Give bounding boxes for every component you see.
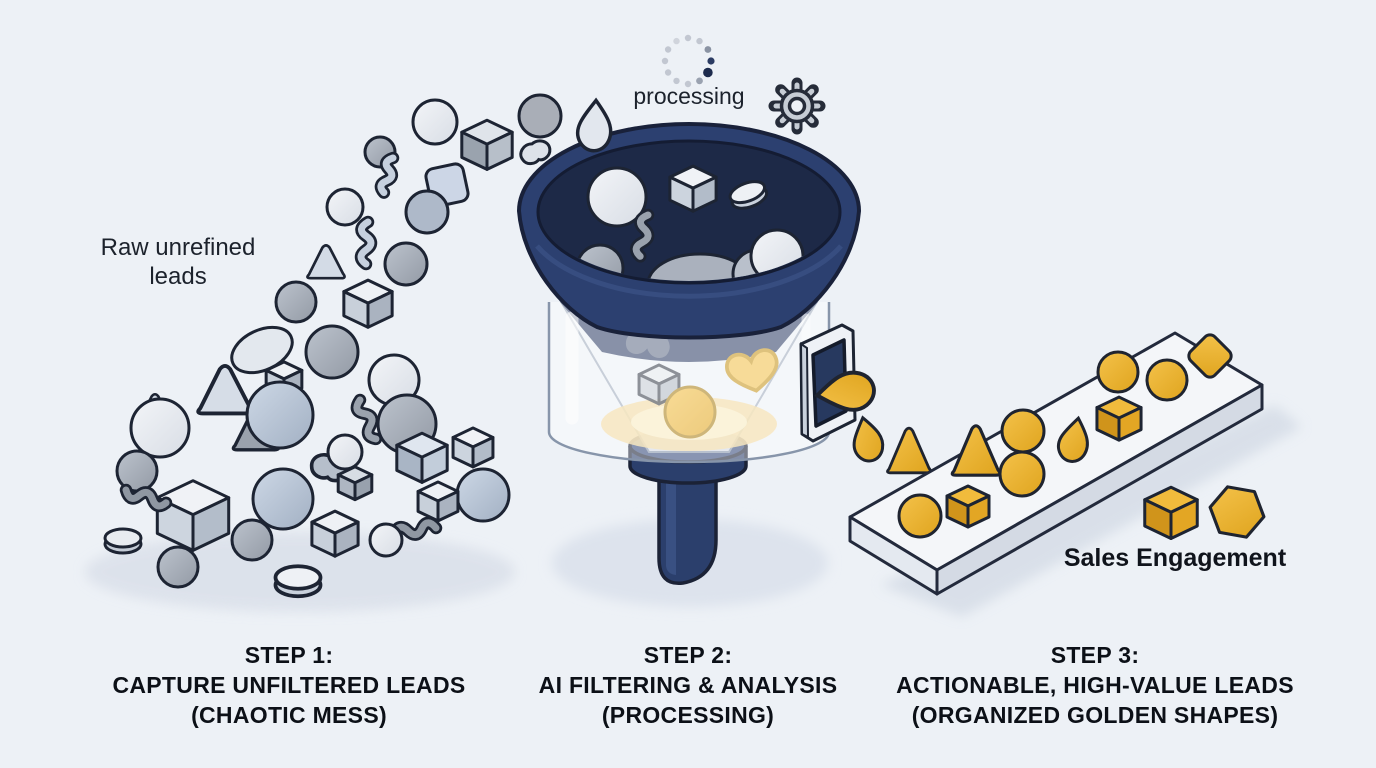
spinner-icon <box>661 34 715 88</box>
step-3-line3: (ORGANIZED GOLDEN SHAPES) <box>911 702 1279 728</box>
raw-leads-pile <box>85 324 515 612</box>
step-1-line2: CAPTURE UNFILTERED LEADS <box>112 672 466 698</box>
processing-label: processing <box>633 83 745 109</box>
golden-diamond <box>1187 333 1233 379</box>
funnel-bowl <box>516 122 862 340</box>
step-2-caption: STEP 2: AI FILTERING & ANALYSIS (PROCESS… <box>448 640 928 730</box>
shapes-in-bowl <box>575 164 805 281</box>
step-2-line3: (PROCESSING) <box>601 702 775 728</box>
falling-shapes-arc <box>274 93 563 330</box>
step-3-heading: STEP 3: <box>1050 642 1140 668</box>
funnel-machine <box>516 98 879 607</box>
raw-leads-line1: Raw unrefined <box>100 234 256 261</box>
raw-leads-label: Raw unrefined leads <box>28 233 328 291</box>
raw-leads-line2: leads <box>149 263 207 290</box>
step-1-caption: STEP 1: CAPTURE UNFILTERED LEADS (CHAOTI… <box>49 640 529 730</box>
step-1-line3: (CHAOTIC MESS) <box>191 702 387 728</box>
step-3-caption: STEP 3: ACTIONABLE, HIGH-VALUE LEADS (OR… <box>855 640 1335 730</box>
sales-engagement-label: Sales Engagement <box>1063 544 1287 572</box>
gear-icon <box>768 77 826 135</box>
step-3-line2: ACTIONABLE, HIGH-VALUE LEADS <box>896 672 1294 698</box>
golden-leads-row <box>897 333 1270 542</box>
step-1-heading: STEP 1: <box>244 642 334 668</box>
golden-hexagon <box>1204 482 1270 542</box>
golden-output-trail <box>845 413 932 475</box>
step-2-heading: STEP 2: <box>643 642 733 668</box>
golden-ball <box>663 385 717 439</box>
conveyor-ramp <box>848 331 1302 617</box>
step-2-line2: AI FILTERING & ANALYSIS <box>538 672 838 698</box>
